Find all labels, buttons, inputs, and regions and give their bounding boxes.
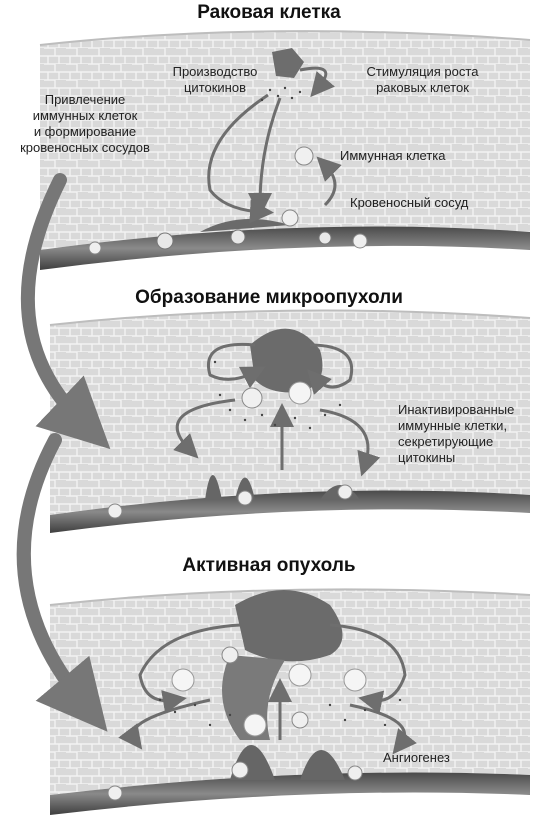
immune-cell-label: Иммунная клетка [340,148,446,163]
panel-1-vessel [40,218,530,270]
panel-2-title: Образование микроопухоли [135,287,403,308]
inactivated-cells-label: Инактивированные иммунные клетки, секрет… [398,402,515,465]
panel-1-tissue [39,30,531,250]
growth-stimulation-label: Стимуляция роста раковых клеток [366,64,479,95]
panel-1-cancer-cell [272,48,304,78]
panel-3-title: Активная опухоль [182,555,356,576]
panel-3-vessel [50,745,530,815]
angiogenesis-label: Ангиогенез [383,750,450,765]
panel-2-tumor [241,328,323,409]
panel-1-title: Раковая клетка [197,2,341,23]
panel-3-cytokine-dots [158,698,402,727]
panel-2-cytokine-dots [213,360,342,430]
panel-1-cytokine-dots [260,86,302,102]
panel-1-immune-cell [281,146,314,227]
recruitment-label: Привлечение иммунных клеток и формирован… [20,92,150,155]
panel-1-arrows [207,66,342,224]
panel-3-tumor [171,590,367,740]
recruitment-arrows [16,173,111,732]
cytokine-production-label: Производство цитокинов [172,64,258,95]
panel-2-vessel [50,475,530,533]
panel-3-arrows [118,623,417,755]
blood-vessel-label: Кровеносный сосуд [350,195,469,210]
panel-2-arrows [173,342,381,477]
